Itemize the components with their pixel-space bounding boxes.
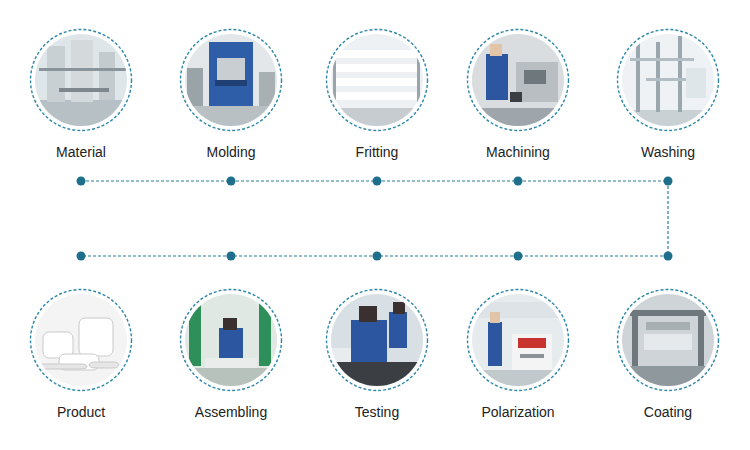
- step-label: Polarization: [481, 403, 554, 421]
- line-wrap: Testing: [317, 403, 437, 421]
- line-wrap: Molding: [171, 143, 291, 161]
- photo-illustration: [616, 288, 720, 392]
- flow-connector: [518, 255, 668, 256]
- process-step: Product: [21, 256, 141, 425]
- timeline-dot: [373, 177, 382, 186]
- line-wrap: Product: [21, 403, 141, 421]
- timeline-dot: [77, 252, 86, 261]
- process-step: Molding: [171, 28, 291, 181]
- photo-disc: [179, 28, 283, 132]
- flow-connector: [377, 180, 518, 181]
- photo-disc: [466, 288, 570, 392]
- timeline-dot: [77, 177, 86, 186]
- disc-ring: [468, 30, 569, 131]
- photo-disc: [616, 28, 720, 132]
- disc-ring: [31, 30, 132, 131]
- line-wrap: Fritting: [317, 143, 437, 161]
- step-label: Material: [56, 143, 106, 161]
- photo-disc: [29, 288, 133, 392]
- photo-disc: [29, 28, 133, 132]
- photo-disc: [179, 288, 283, 392]
- disc-ring: [181, 30, 282, 131]
- photo-illustration: [29, 288, 133, 392]
- photo-illustration: [29, 28, 133, 132]
- flow-connector: [667, 181, 668, 256]
- photo-illustration: [616, 28, 720, 132]
- timeline-dot: [664, 252, 673, 261]
- disc-ring: [618, 30, 719, 131]
- flow-connector: [81, 255, 231, 256]
- flow-connector: [231, 180, 377, 181]
- photo-illustration: [466, 288, 570, 392]
- label-group: Polarization: [458, 403, 578, 421]
- photo-disc: [466, 28, 570, 132]
- step-label: Testing: [355, 403, 399, 421]
- process-step: Coating: [608, 256, 728, 425]
- label-group: Fritting: [317, 143, 437, 161]
- label-group: Molding: [171, 143, 291, 161]
- timeline-dot: [227, 252, 236, 261]
- disc-ring: [618, 290, 719, 391]
- timeline-dot: [664, 177, 673, 186]
- label-group: Machining: [458, 143, 578, 161]
- flow-connector: [81, 180, 231, 181]
- process-step: Fritting: [317, 28, 437, 181]
- label-group: Product: [21, 403, 141, 421]
- line-wrap: Washing: [608, 143, 728, 161]
- line-wrap: Assembling: [171, 403, 291, 421]
- step-label: Washing: [641, 143, 695, 161]
- timeline-dot: [227, 177, 236, 186]
- line-wrap: Coating: [608, 403, 728, 421]
- photo-illustration: [179, 28, 283, 132]
- step-label: Coating: [644, 403, 692, 421]
- disc-ring: [327, 290, 428, 391]
- step-label: Fritting: [356, 143, 399, 161]
- flow-connector: [518, 180, 668, 181]
- photo-illustration: [466, 28, 570, 132]
- line-wrap: Material: [21, 143, 141, 161]
- process-step: Machining: [458, 28, 578, 181]
- process-step: Washing: [608, 28, 728, 181]
- flow-connector: [377, 255, 518, 256]
- photo-illustration: [325, 28, 429, 132]
- label-group: Testing: [317, 403, 437, 421]
- step-label: Assembling: [195, 403, 267, 421]
- label-group: Material: [21, 143, 141, 161]
- photo-disc: [616, 288, 720, 392]
- label-group: Coating: [608, 403, 728, 421]
- disc-ring: [327, 30, 428, 131]
- label-group: Assembling: [171, 403, 291, 421]
- photo-disc: [325, 288, 429, 392]
- process-step: Material: [21, 28, 141, 181]
- photo-illustration: [325, 288, 429, 392]
- process-step: Assembling: [171, 256, 291, 425]
- disc-ring: [181, 290, 282, 391]
- photo-disc: [325, 28, 429, 132]
- disc-ring: [31, 290, 132, 391]
- disc-ring: [468, 290, 569, 391]
- timeline-dot: [373, 252, 382, 261]
- step-label: Machining: [486, 143, 550, 161]
- timeline-dot: [514, 252, 523, 261]
- line-wrap: Polarization: [458, 403, 578, 421]
- process-step: Testing: [317, 256, 437, 425]
- flow-connector: [231, 255, 377, 256]
- photo-illustration: [179, 288, 283, 392]
- label-group: Washing: [608, 143, 728, 161]
- timeline-dot: [514, 177, 523, 186]
- line-wrap: Machining: [458, 143, 578, 161]
- process-step: Polarization: [458, 256, 578, 425]
- step-label: Product: [57, 403, 105, 421]
- step-label: Molding: [206, 143, 255, 161]
